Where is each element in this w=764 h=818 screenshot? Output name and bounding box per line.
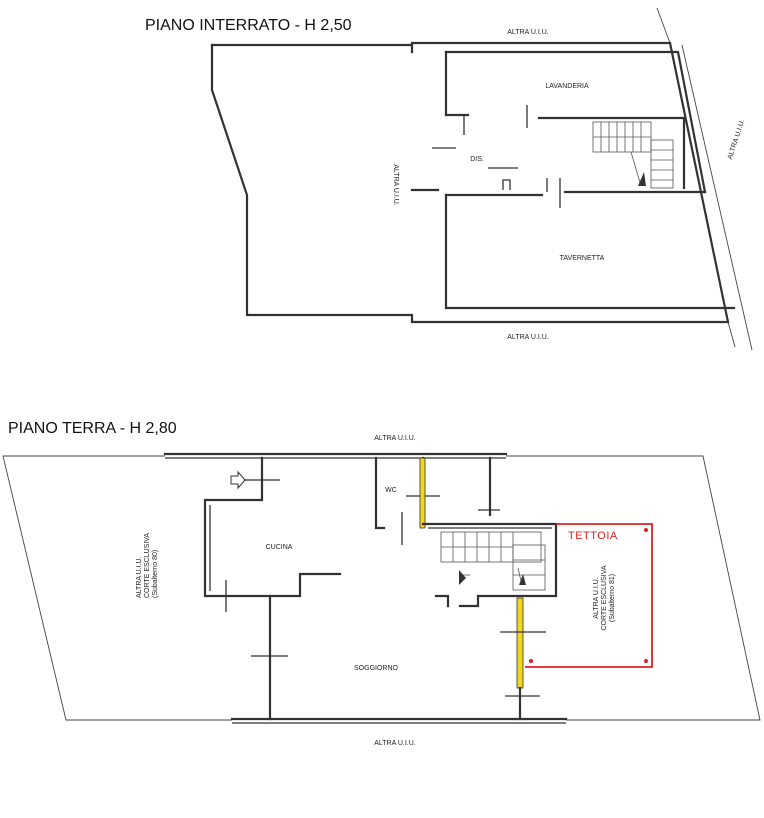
left-courtyard-line3: (Subalterno 80) xyxy=(152,550,159,598)
basement-title: PIANO INTERRATO - H 2,50 xyxy=(145,17,352,34)
left-courtyard-line2: CORTE ESCLUSIVA xyxy=(144,533,151,598)
basement-altra-left: ALTRA U.I.U. xyxy=(392,164,399,206)
room-lavanderia: LAVANDERIA xyxy=(545,83,589,90)
basement-altra-top: ALTRA U.I.U. xyxy=(507,29,549,36)
stair-highlight-wall xyxy=(516,597,524,689)
room-wc: WC xyxy=(385,487,397,494)
ground-stair-walls xyxy=(421,509,558,721)
right-courtyard-line2: CORTE ESCLUSIVA xyxy=(601,565,608,630)
left-courtyard-line1: ALTRA U.I.U. xyxy=(136,556,143,598)
ground-title: PIANO TERRA - H 2,80 xyxy=(8,420,177,437)
ground-plan: PIANO TERRA - H 2,80 xyxy=(2,420,761,747)
ground-altra-top: ALTRA U.I.U. xyxy=(374,435,416,442)
left-courtyard-label: ALTRA U.I.U. CORTE ESCLUSIVA (Subalterno… xyxy=(136,533,159,598)
right-courtyard-label: ALTRA U.I.U. CORTE ESCLUSIVA (Subalterno… xyxy=(593,565,616,630)
right-courtyard-line1: ALTRA U.I.U. xyxy=(593,577,600,619)
ground-wc-walls xyxy=(374,456,440,545)
ground-altra-bottom: ALTRA U.I.U. xyxy=(374,740,416,747)
right-courtyard-line3: (Subalterno 81) xyxy=(609,574,616,622)
basement-altra-bottom: ALTRA U.I.U. xyxy=(507,334,549,341)
basement-interior-walls xyxy=(410,50,736,310)
room-dis: DIS. xyxy=(470,156,484,163)
basement-altra-right: ALTRA U.I.U. xyxy=(727,119,746,161)
ground-exterior-walls xyxy=(163,452,568,724)
room-cucina: CUCINA xyxy=(266,544,293,551)
ground-courtyard-outline xyxy=(2,455,761,721)
basement-plan: PIANO INTERRATO - H 2,50 xyxy=(145,7,753,351)
tettoia-label: TETTOIA xyxy=(568,530,618,542)
tettoia-outline: TETTOIA xyxy=(525,523,653,668)
room-tavernetta: TAVERNETTA xyxy=(560,255,605,262)
basement-stairs xyxy=(592,121,674,189)
room-soggiorno: SOGGIORNO xyxy=(354,665,399,672)
ground-kitchen-walls xyxy=(203,456,342,721)
wc-highlight-wall xyxy=(419,457,426,529)
basement-exterior-walls xyxy=(210,7,753,351)
